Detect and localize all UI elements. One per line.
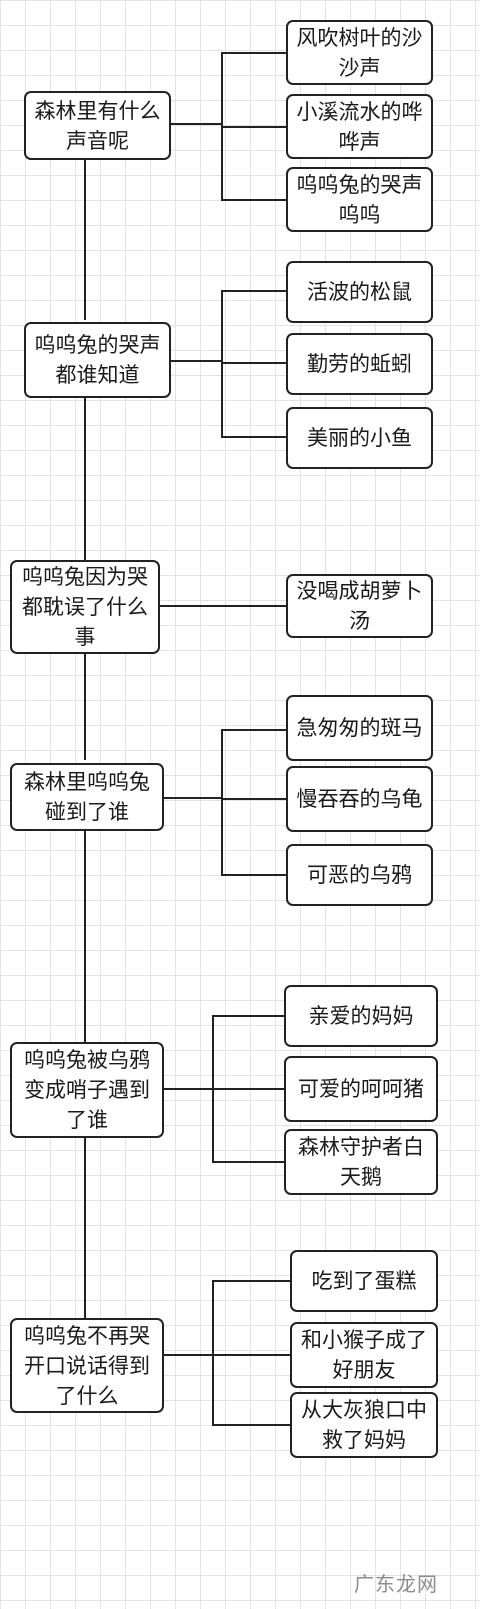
connector-line xyxy=(221,798,286,800)
connector-line xyxy=(159,605,286,607)
answer-node: 没喝成胡萝卜汤 xyxy=(286,574,433,638)
answer-node: 呜呜兔的哭声呜呜 xyxy=(286,167,433,232)
connector-line xyxy=(221,199,286,201)
answer-node: 风吹树叶的沙沙声 xyxy=(286,20,433,85)
answer-node: 急匆匆的斑马 xyxy=(286,695,433,761)
answer-node: 森林守护者白天鹅 xyxy=(284,1129,438,1195)
answer-node: 活波的松鼠 xyxy=(286,261,433,323)
connector-line xyxy=(212,1280,290,1282)
watermark-text: 广东龙网 xyxy=(354,1572,438,1596)
connector-line xyxy=(221,436,286,438)
answer-node: 亲爱的妈妈 xyxy=(284,985,438,1047)
spine-line xyxy=(84,398,86,560)
answer-node: 可恶的乌鸦 xyxy=(286,844,433,906)
connector-line xyxy=(212,1088,284,1090)
connector-line xyxy=(163,1088,213,1090)
answer-node: 小溪流水的哗哗声 xyxy=(286,94,433,159)
connector-line xyxy=(221,52,286,54)
question-node: 呜呜兔的哭声都谁知道 xyxy=(24,322,171,398)
connector-line xyxy=(212,1424,290,1426)
connector-line xyxy=(170,360,222,362)
connector-line xyxy=(212,1280,214,1425)
connector-line xyxy=(212,1015,284,1017)
spine-line xyxy=(84,160,86,320)
answer-node: 可爱的呵呵猪 xyxy=(284,1056,438,1122)
connector-line xyxy=(170,123,222,125)
connector-line xyxy=(212,1354,290,1356)
connector-line xyxy=(221,362,286,364)
answer-node: 慢吞吞的乌龟 xyxy=(286,766,433,832)
spine-line xyxy=(84,831,86,1042)
connector-line xyxy=(221,290,286,292)
answer-node: 美丽的小鱼 xyxy=(286,407,433,469)
connector-line xyxy=(221,729,223,875)
connector-line xyxy=(163,1354,213,1356)
question-node: 呜呜兔因为哭都耽误了什么事 xyxy=(10,560,160,654)
connector-line xyxy=(212,1161,284,1163)
connector-line xyxy=(221,126,286,128)
connector-line xyxy=(221,874,286,876)
spine-line xyxy=(84,654,86,760)
spine-line xyxy=(84,1138,86,1318)
connector-line xyxy=(163,797,222,799)
answer-node: 和小猴子成了好朋友 xyxy=(290,1322,438,1388)
question-node: 森林里有什么声音呢 xyxy=(24,91,171,160)
question-node: 森林里呜呜兔碰到了谁 xyxy=(10,763,164,831)
connector-line xyxy=(221,729,286,731)
question-node: 呜呜兔被乌鸦变成哨子遇到了谁 xyxy=(10,1042,164,1138)
answer-node: 吃到了蛋糕 xyxy=(290,1250,438,1312)
answer-node: 勤劳的蚯蚓 xyxy=(286,333,433,395)
question-node: 呜呜兔不再哭开口说话得到了什么 xyxy=(10,1318,164,1413)
answer-node: 从大灰狼口中救了妈妈 xyxy=(290,1392,438,1458)
